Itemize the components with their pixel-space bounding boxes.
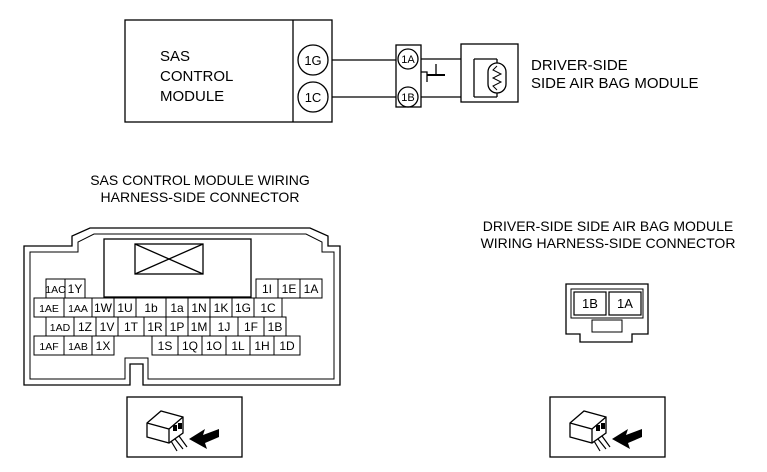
sas-connector-inner-outline	[29, 233, 335, 380]
sas-connector-lock-window	[134, 243, 204, 275]
pin-1a-circle	[397, 48, 419, 70]
sas-pin-cell	[91, 335, 115, 356]
sas-pin-label: 1W	[94, 301, 113, 315]
airbag-connector-latch	[591, 319, 623, 333]
pin-1c-label: 1C	[305, 90, 322, 105]
sas-pin-label: 1T	[124, 320, 139, 334]
sas-pin-label: 1Y	[68, 282, 83, 296]
connector-view-icon	[146, 410, 219, 452]
airbag-pin-label: 1A	[617, 296, 633, 311]
sas-pin-label: 1AA	[68, 303, 88, 315]
driver-side-airbag-label: DRIVER-SIDE SIDE AIR BAG MODULE	[531, 57, 699, 92]
sas-pin-label: 1AF	[39, 341, 58, 353]
sas-pin-label: 1X	[96, 339, 111, 353]
sas-pin-label: 1AD	[50, 322, 71, 334]
sas-pin-label: 1AB	[68, 341, 88, 353]
sas-pin-label: 1AC	[45, 284, 66, 296]
sas-pin-label: 1U	[117, 301, 132, 315]
pin-1g-label: 1G	[304, 53, 321, 68]
airbag-module-box	[460, 43, 519, 103]
sas-pin-label: 1V	[100, 320, 115, 334]
airbag-connector-pin-grid: 1B 1A	[573, 291, 642, 316]
sas-pin-label: 1D	[279, 339, 295, 353]
sas-pin-label: 1B	[268, 320, 283, 334]
sas-pin-label: 1S	[158, 339, 173, 353]
sas-pin-label: 1R	[147, 320, 163, 334]
pin-1c-circle	[297, 81, 329, 113]
lock-cross-b	[134, 243, 204, 275]
airbag-connector-inner	[570, 288, 644, 319]
sas-pin-label: 1P	[170, 320, 185, 334]
squib-resistor	[487, 62, 507, 94]
sas-pin-cell	[273, 335, 301, 356]
connector-view-icon	[569, 410, 642, 452]
sas-pin-label: 1L	[231, 339, 245, 353]
shorting-bar-side	[421, 71, 428, 82]
airbag-view-icon-box	[549, 396, 666, 458]
sas-connector-outline	[23, 227, 341, 386]
sas-pin-label: 1I	[262, 282, 272, 296]
sas-pin-label: 1F	[244, 320, 258, 334]
sas-connector-lock-tab	[103, 238, 252, 298]
sas-pin-label: 1M	[191, 320, 208, 334]
airbag-pin-label: 1B	[582, 296, 598, 311]
sas-pin-label: 1Z	[78, 320, 92, 334]
sas-pin-label: 1A	[304, 282, 319, 296]
sas-pin-cell	[299, 278, 323, 299]
sas-pin-label: 1G	[235, 301, 251, 315]
sas-control-module-label: SAS CONTROL MODULE	[160, 48, 234, 105]
sas-pin-label: 1Q	[182, 339, 198, 353]
airbag-connector-outline	[565, 283, 649, 343]
pin-1b-circle	[397, 86, 419, 108]
airbag-pin-cell	[573, 291, 607, 316]
pin-1b-label: 1B	[401, 92, 414, 104]
sas-pin-label: 1H	[254, 339, 269, 353]
sas-pin-label: 1a	[170, 301, 184, 315]
airbag-pin-cell	[608, 291, 642, 316]
sas-pin-label: 1J	[218, 320, 231, 334]
pin-1g-circle	[297, 44, 329, 76]
sas-pin-label: 1b	[144, 301, 158, 315]
airbag-connector-title: DRIVER-SIDE SIDE AIR BAG MODULE WIRING H…	[480, 218, 736, 251]
sas-view-icon-box	[126, 396, 243, 458]
sas-control-module-box	[124, 19, 333, 123]
sas-connector-title: SAS CONTROL MODULE WIRING HARNESS-SIDE C…	[90, 172, 310, 205]
sas-pin-label: 1E	[282, 282, 297, 296]
sas-pin-label: 1N	[191, 301, 206, 315]
sas-pin-label: 1K	[214, 301, 229, 315]
sas-pin-label: 1AE	[39, 303, 59, 315]
sas-pin-label: 1C	[260, 301, 276, 315]
pin-1a-label: 1A	[401, 54, 415, 66]
squib-zigzag	[491, 65, 503, 91]
sas-pin-label: 1O	[206, 339, 222, 353]
